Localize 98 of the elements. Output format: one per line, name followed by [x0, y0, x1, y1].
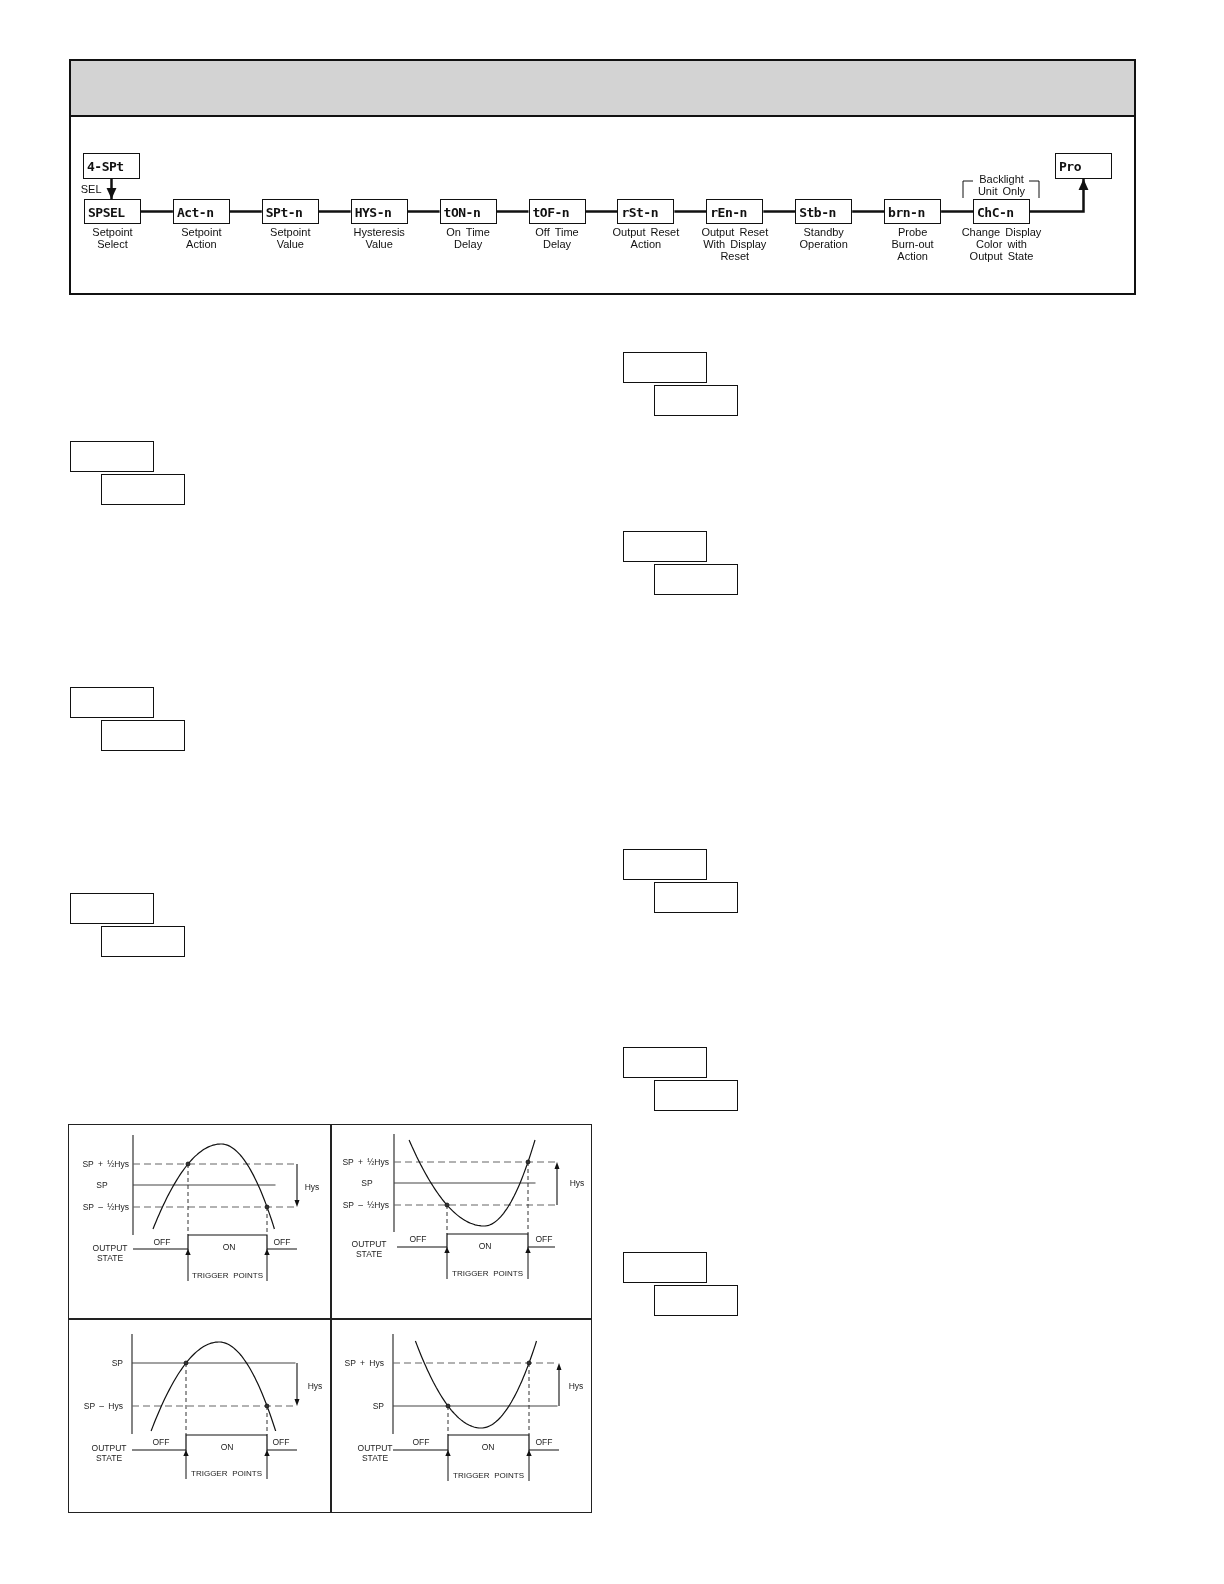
arrow [1030, 179, 1089, 213]
hysteresis-graph [392, 1333, 560, 1451]
node-label: Output Reset With Display Reset [700, 226, 770, 262]
display-text: SPSEL [88, 204, 125, 219]
display-box [101, 926, 185, 957]
connector-line [852, 210, 885, 213]
state-label: ON [220, 1442, 234, 1452]
state-label: OFF [412, 1437, 430, 1447]
display-text: tON-n [443, 204, 481, 219]
arrow [264, 1248, 270, 1282]
arrow [444, 1246, 450, 1280]
display-text: ChC-n [977, 204, 1014, 219]
display-text: 4-SPt [87, 158, 124, 174]
level-label: SP – Hys [83, 1401, 123, 1411]
dimension-label: Hys [304, 1182, 320, 1192]
node-label: Setpoint Action [180, 226, 223, 250]
display-text: SPt-n [265, 204, 303, 219]
state-label: ON [478, 1241, 492, 1251]
display-box [654, 564, 738, 595]
state-label: OFF [273, 1237, 291, 1247]
annotation-label: TRIGGER POINTS [190, 1271, 265, 1281]
edge-label: SEL [80, 183, 102, 195]
display-text: Stb-n [799, 204, 836, 219]
display-box [623, 531, 707, 562]
node-label: Setpoint Select [91, 226, 134, 250]
state-label: OFF [535, 1234, 553, 1244]
arrow [106, 179, 117, 199]
node-label: Change Display Color with Output State [960, 226, 1043, 262]
display-box [70, 893, 154, 924]
display-box [83, 153, 140, 179]
display-box [623, 1252, 707, 1283]
node-label: Hysteresis Value [352, 226, 406, 250]
display-box [654, 1285, 738, 1316]
state-label: OFF [153, 1237, 171, 1247]
axis-label: OUTPUT STATE [356, 1443, 394, 1463]
node-label: Output Reset Action [611, 226, 681, 250]
hysteresis-graph [393, 1133, 557, 1248]
display-text: Act-n [176, 204, 214, 219]
display-box [101, 474, 185, 505]
arrow [445, 1449, 451, 1482]
arrow [183, 1449, 189, 1480]
state-label: OFF [272, 1437, 290, 1447]
connector-line [229, 210, 262, 213]
connector-line [141, 210, 173, 213]
display-box [70, 687, 154, 718]
note-text: Backlight Unit Only [976, 173, 1027, 197]
state-label: OFF [409, 1234, 427, 1244]
display-box [654, 385, 738, 416]
display-text: rEn-n [710, 204, 747, 219]
display-text: tOF-n [532, 204, 570, 219]
connector-line [585, 210, 618, 213]
node-label: Setpoint Value [269, 226, 312, 250]
hysteresis-graph [131, 1333, 298, 1451]
arrow [185, 1248, 191, 1282]
display-box [1055, 153, 1112, 179]
node-label: Probe Burn-out Action [890, 226, 935, 262]
node-label: On Time Delay [445, 226, 491, 250]
display-box [623, 849, 707, 880]
axis-label: OUTPUT STATE [350, 1239, 388, 1259]
state-label: ON [222, 1242, 236, 1252]
connector-line [318, 210, 351, 213]
arrow [525, 1246, 531, 1280]
display-text: rSt-n [621, 204, 659, 219]
level-label: SP [111, 1358, 123, 1368]
level-label: SP + Hys [344, 1358, 384, 1368]
node-label: Off Time Delay [534, 226, 580, 250]
display-box [623, 352, 707, 383]
axis-label: OUTPUT STATE [90, 1443, 128, 1463]
connector-line [674, 210, 707, 213]
annotation-label: TRIGGER POINTS [450, 1471, 527, 1481]
display-text: brn-n [888, 204, 925, 219]
display-box [654, 882, 738, 913]
node-label: Standby Operation [798, 226, 849, 250]
annotation-label: TRIGGER POINTS [449, 1269, 526, 1279]
state-label: ON [481, 1442, 495, 1452]
arrow [526, 1449, 532, 1482]
annotation-label: TRIGGER POINTS [188, 1469, 265, 1479]
display-text: HYS-n [354, 204, 392, 219]
connector-line [763, 210, 796, 213]
display-text: Pro [1059, 158, 1081, 174]
level-label: SP [96, 1180, 108, 1190]
state-label: OFF [152, 1437, 170, 1447]
display-box [70, 441, 154, 472]
arrow [264, 1449, 270, 1480]
dimension-label: Hys [568, 1381, 584, 1391]
axis-label: OUTPUT STATE [91, 1243, 129, 1263]
connector-line [496, 210, 529, 213]
state-label: OFF [535, 1437, 553, 1447]
dimension-label: Hys [307, 1381, 323, 1391]
display-box [623, 1047, 707, 1078]
display-box [654, 1080, 738, 1111]
level-label: SP [361, 1178, 373, 1188]
connector-line [941, 210, 973, 213]
dimension-label: Hys [569, 1178, 585, 1188]
level-label: SP [372, 1401, 384, 1411]
display-box [101, 720, 185, 751]
connector-line [407, 210, 440, 213]
hysteresis-graph [132, 1134, 298, 1250]
